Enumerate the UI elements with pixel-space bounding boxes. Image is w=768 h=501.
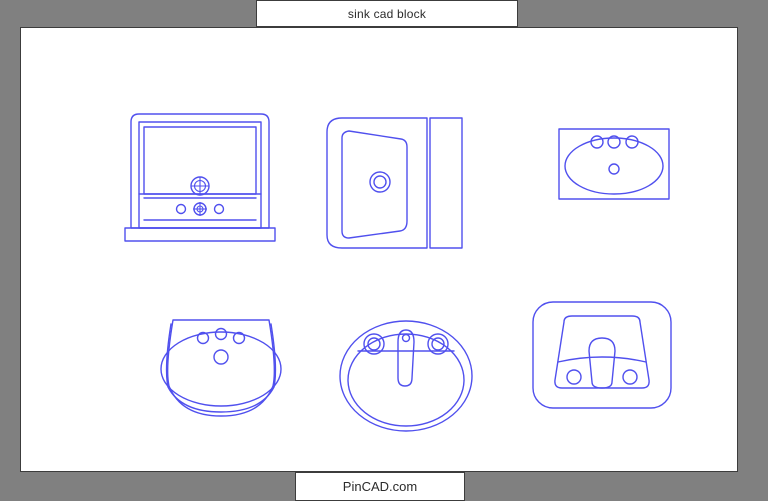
site-footer-tab[interactable]: PinCAD.com <box>295 472 465 501</box>
drain-hole <box>609 164 619 174</box>
cad-drawing-area <box>21 28 739 473</box>
side-ledge-panel <box>430 118 462 248</box>
base-plinth <box>125 228 275 241</box>
ledge-curve <box>558 357 646 362</box>
tap-hole-center <box>608 136 620 148</box>
outer-body <box>327 118 427 248</box>
sink-square-with-side-ledge-drawing <box>311 90 476 255</box>
tap-hole-left <box>198 333 209 344</box>
page-title: sink cad block <box>347 6 427 21</box>
rim-ellipse-outer <box>340 321 472 431</box>
cad-block-sink-square-with-side-ledge[interactable] <box>311 90 476 255</box>
tap-hole-right <box>234 333 245 344</box>
site-name: PinCAD.com <box>342 479 418 494</box>
handle-left <box>364 334 384 354</box>
sink-trapezoid-with-faucet-drawing <box>506 276 681 411</box>
handle-hole-right <box>623 370 637 384</box>
drawing-title-tab: sink cad block <box>256 0 518 27</box>
sink-rectangular-undermount-drawing <box>119 108 289 253</box>
drain-crosshair-large <box>191 177 209 195</box>
basin-ellipse <box>565 138 663 194</box>
outer-rounded-rect <box>533 302 671 408</box>
tap-hole-center <box>216 329 227 340</box>
tap-hole-left <box>591 136 603 148</box>
spout-outlet <box>403 335 410 342</box>
cad-block-sink-trapezoid-with-faucet[interactable] <box>506 276 681 411</box>
sink-pedestal-oval-drawing <box>141 286 301 421</box>
drawing-sheet <box>20 27 738 472</box>
faucet-spout <box>398 330 414 386</box>
outer-frame <box>131 114 269 228</box>
basin-ellipse <box>161 332 281 406</box>
tap-hole-left <box>177 205 186 214</box>
basin-trapezoid <box>555 316 649 388</box>
outer-body <box>168 320 275 416</box>
handle-hole-left <box>567 370 581 384</box>
tap-hole-center-crosshair <box>193 202 207 216</box>
tap-hole-right <box>626 136 638 148</box>
sink-rectangular-oval-basin-drawing <box>537 112 682 207</box>
cad-block-sink-pedestal-oval[interactable] <box>141 286 301 421</box>
tap-hole-right <box>215 205 224 214</box>
cad-block-sink-oval-with-faucet[interactable] <box>326 306 486 441</box>
sink-oval-with-faucet-drawing <box>326 306 486 441</box>
counter-outline <box>559 129 669 199</box>
faucet-spout <box>589 338 615 388</box>
cad-block-sink-rectangular-undermount[interactable] <box>119 108 289 253</box>
drain-concentric <box>370 172 390 192</box>
handle-right <box>428 334 448 354</box>
basin-outline <box>342 131 407 238</box>
body-offset-line <box>167 324 276 412</box>
drain-hole <box>214 350 228 364</box>
cad-block-sink-rectangular-oval-basin[interactable] <box>537 112 682 207</box>
